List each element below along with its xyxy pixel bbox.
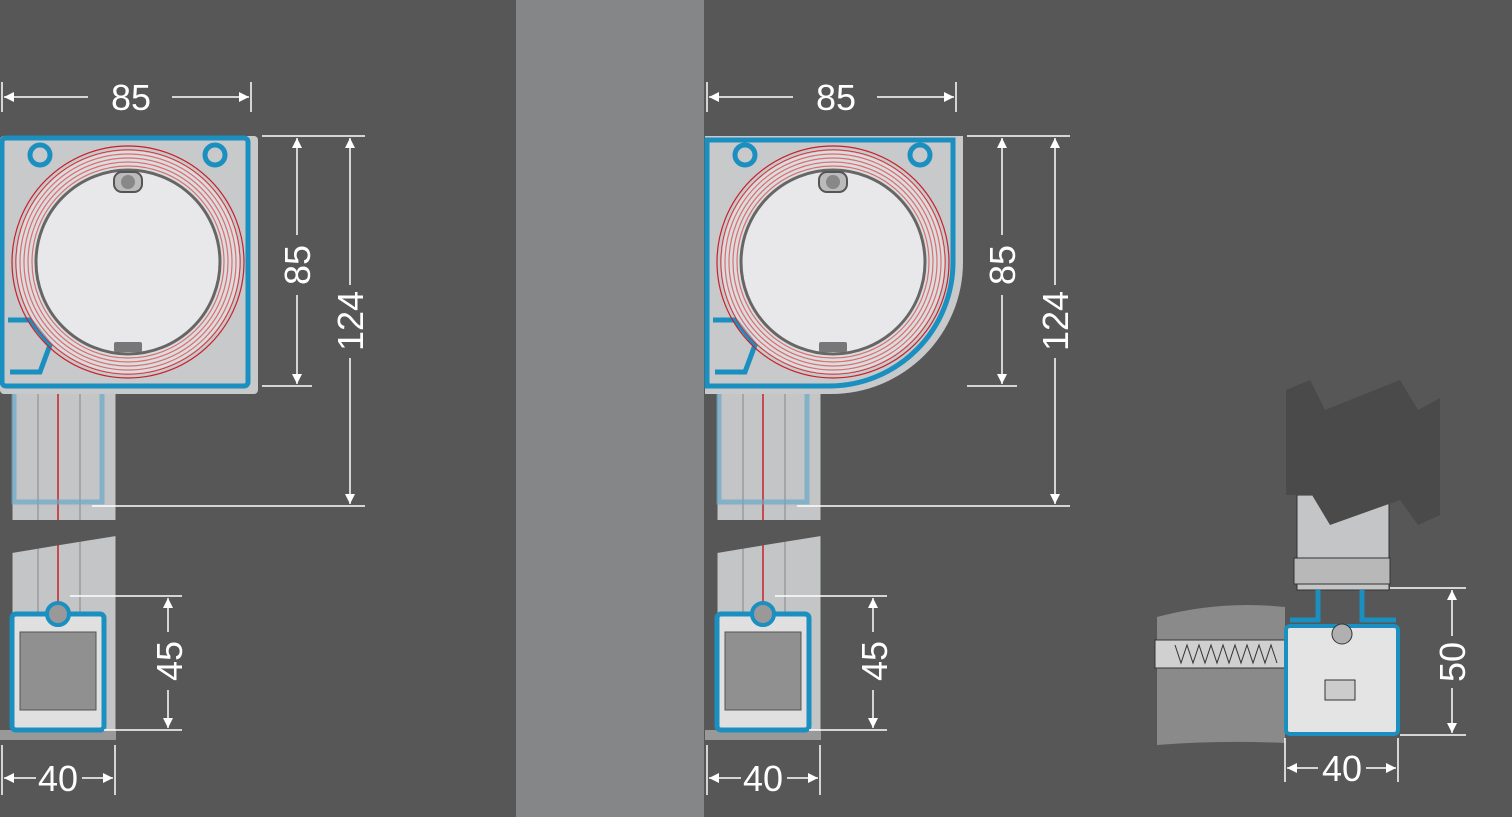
panel-square-housing: 85 85 124 45 40 [0,77,371,799]
dim-total-height: 124 [1035,291,1076,351]
panel-wall-mount-detail: 50 40 [1154,380,1473,789]
dim-bottom-bar-height: 45 [854,641,895,681]
dim-housing-height: 85 [277,245,318,285]
dim-top-width: 85 [816,77,856,118]
dim-width: 40 [1322,748,1362,789]
dim-guide-width: 40 [38,758,78,799]
divider-band [516,0,704,817]
wall-section [1286,380,1440,525]
dim-housing-height: 85 [982,245,1023,285]
dim-top-width: 85 [111,77,151,118]
panel-rounded-housing: 85 85 124 45 40 [704,77,1076,799]
break-line [0,520,116,555]
housing-profile [704,137,956,389]
break-line [705,520,821,555]
dim-guide-width: 40 [743,758,783,799]
dim-total-height: 124 [330,291,371,351]
wall-block [1157,604,1285,745]
dim-height: 50 [1432,642,1473,682]
dim-bottom-bar-height: 45 [149,641,190,681]
housing-profile [0,135,251,389]
